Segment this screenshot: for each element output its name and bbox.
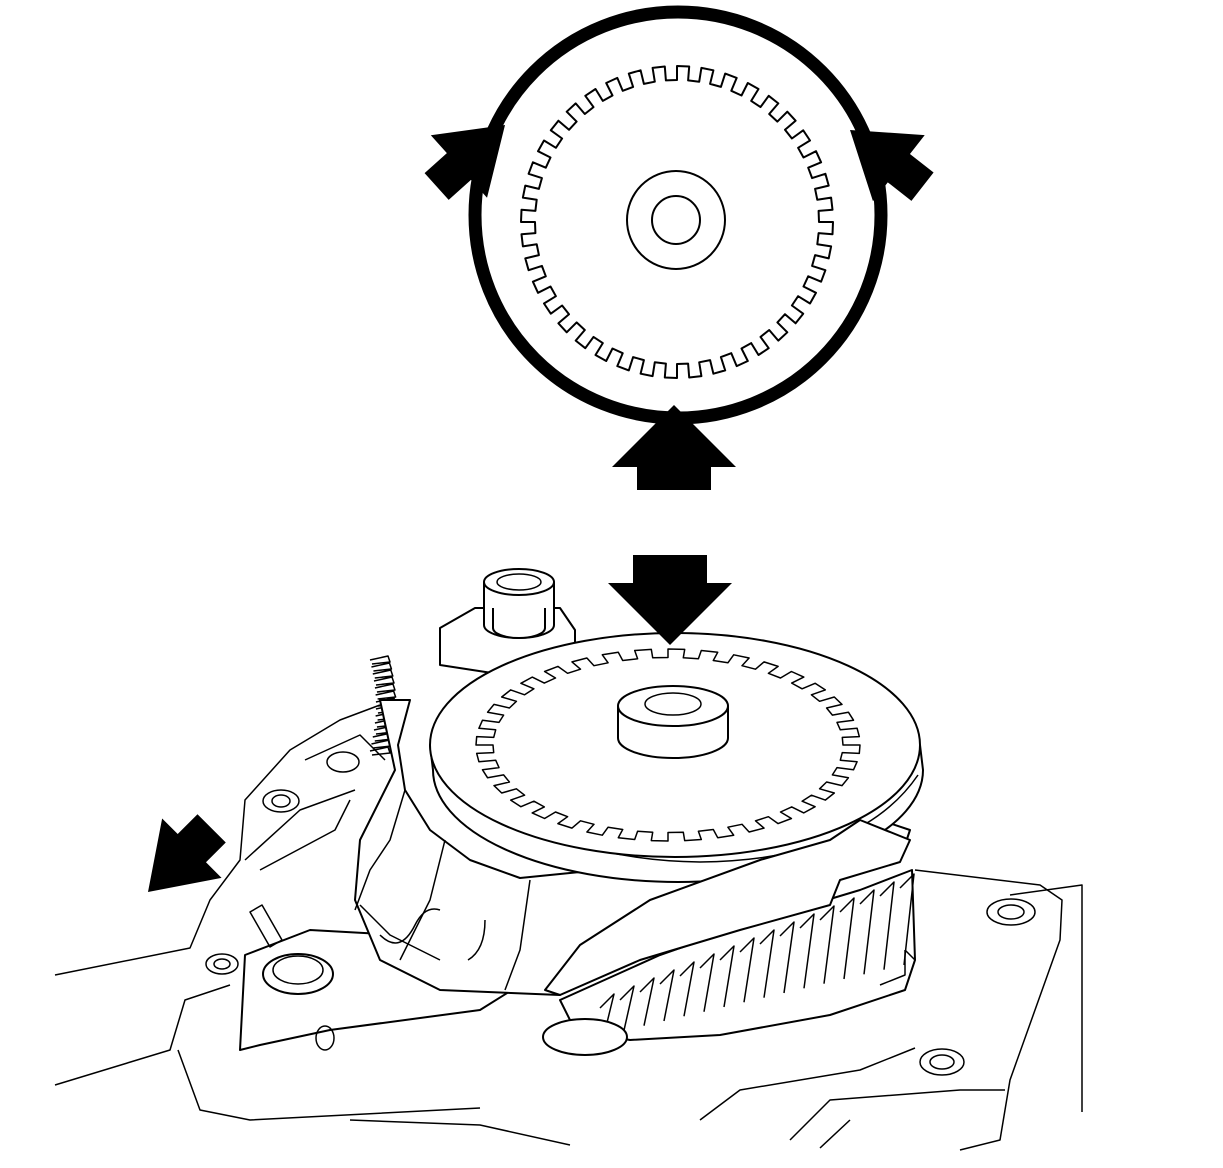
housing-fillet-curves: [379, 908, 486, 961]
detail-reluctor-teeth: [520, 65, 834, 379]
ring-gear-lower-flange: [542, 1018, 628, 1056]
case-outline-left: [54, 704, 381, 976]
case-bolt-holes: [205, 751, 1036, 1076]
case-left-rib: [244, 734, 386, 871]
ring-gear-teeth: [599, 873, 915, 1036]
detail-arrow-bottom: [612, 405, 736, 490]
case-right-panel: [1009, 884, 1083, 1112]
case-bottom-right-rib: [699, 1047, 1005, 1149]
detail-arrow-top-right: [850, 130, 934, 202]
bracket-boss-face: [272, 955, 324, 985]
reluctor-hub-top: [617, 685, 729, 727]
case-outline-bottom: [177, 1049, 571, 1146]
case-outline-left-lower: [54, 984, 231, 1086]
detail-hub-outer: [626, 170, 726, 270]
detail-arrow-top-left: [424, 125, 505, 200]
reluctor-teeth: [475, 648, 861, 842]
arrow-reluctor-top: [608, 555, 732, 645]
housing-front-band: [544, 819, 911, 996]
detail-inset: [424, 5, 934, 490]
case-right-flange: [914, 869, 1063, 1151]
arrow-left-pointer: [148, 814, 226, 892]
detail-hub-inner: [651, 195, 701, 245]
bracket-hole: [315, 1025, 335, 1051]
reluctor-hub-bore: [644, 692, 702, 716]
dowel-pin: [249, 904, 283, 948]
ring-gear-support: [879, 949, 916, 986]
bracket-boss-top: [262, 953, 334, 995]
housing-wing-contour: [354, 789, 531, 991]
transaxle-assembly: [54, 568, 1083, 1151]
